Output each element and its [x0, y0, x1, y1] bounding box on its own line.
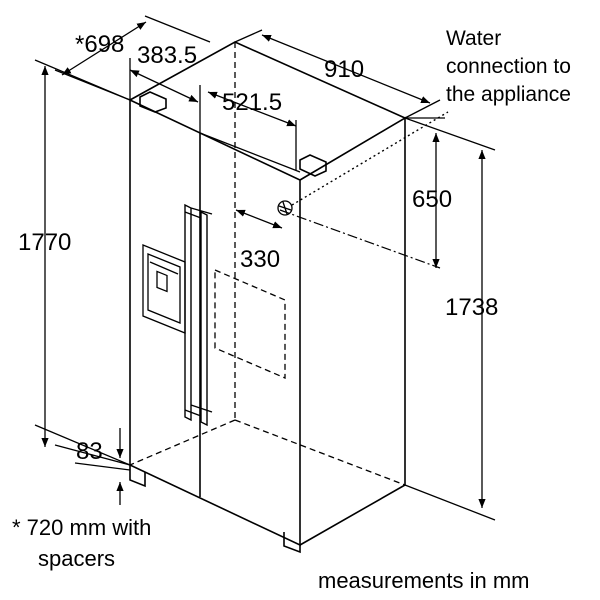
dim-line-698	[61, 21, 147, 76]
label-330: 330	[240, 246, 280, 273]
foot-front-left	[129, 465, 146, 488]
water-note-line3: the appliance	[446, 83, 571, 106]
label-521: 521.5	[222, 89, 282, 116]
units-note: measurements in mm	[318, 568, 530, 593]
hinge-right	[299, 154, 327, 177]
hinge-left	[139, 91, 167, 113]
fridge-body	[129, 41, 406, 554]
dim-line-910	[261, 34, 431, 104]
dimension-labels: *698 383.5 910 521.5 1770 650 330 1738 8…	[18, 31, 498, 465]
label-1770: 1770	[18, 229, 71, 256]
label-383: 383.5	[137, 42, 197, 69]
handle-right	[200, 210, 208, 427]
water-note-line2: connection to	[446, 55, 571, 78]
water-leader	[291, 111, 449, 206]
dim-line-383	[129, 69, 199, 103]
notes: Water connection to the appliance * 720 …	[12, 27, 571, 593]
dim-line-330	[235, 209, 283, 229]
center-lines	[279, 209, 441, 269]
handle-left	[184, 203, 192, 422]
label-650: 650	[412, 186, 452, 213]
water-connection-point	[277, 200, 293, 216]
spacer-note-line1: * 720 mm with	[12, 515, 151, 540]
label-1738: 1738	[445, 294, 498, 321]
dim-line-521	[207, 91, 297, 127]
door-handles	[184, 203, 213, 427]
dispenser	[142, 244, 186, 334]
foot-front-right	[283, 532, 301, 554]
label-910: 910	[324, 56, 364, 83]
spacer-note-line2: spacers	[38, 546, 115, 571]
side-face	[299, 116, 406, 546]
label-698: *698	[75, 31, 124, 58]
dimension-lines	[34, 15, 496, 521]
door-reference-lines	[199, 85, 301, 173]
water-note-line1: Water	[446, 27, 501, 50]
label-83: 83	[76, 438, 103, 465]
